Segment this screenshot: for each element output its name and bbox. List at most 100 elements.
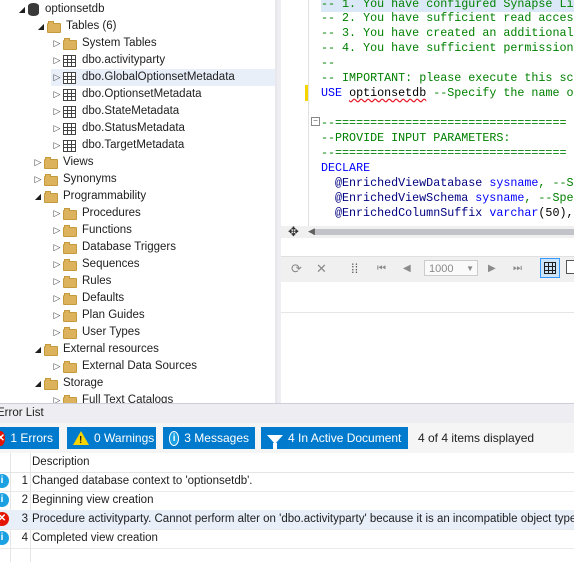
tree-vertical-scrollbar[interactable] bbox=[275, 0, 277, 403]
results-to-text-button[interactable] bbox=[566, 260, 574, 274]
tree-node-sequences[interactable]: ▷ Sequences bbox=[51, 256, 140, 273]
code-line: -- 3. You have created an additional bbox=[321, 26, 574, 40]
error-list-row[interactable]: i 4 Completed view creation bbox=[0, 529, 574, 549]
expand-arrow-icon[interactable]: ▷ bbox=[53, 276, 61, 286]
folder-icon bbox=[63, 207, 77, 220]
expand-arrow-icon[interactable]: ▷ bbox=[53, 55, 61, 65]
expand-arrow-icon[interactable]: ▷ bbox=[34, 174, 42, 184]
move-icon[interactable]: ✥ bbox=[288, 224, 299, 239]
tree-node-views[interactable]: ▷ Views bbox=[32, 154, 93, 171]
page-size-select[interactable]: 1000 ▼ bbox=[424, 260, 478, 276]
errors-filter-button[interactable]: ✕ 1 Errors bbox=[0, 427, 59, 449]
cancel-icon[interactable]: ✕ bbox=[316, 261, 327, 276]
tree-node-table[interactable]: ▷ dbo.TargetMetadata bbox=[51, 137, 184, 154]
warnings-filter-button[interactable]: ! 0 Warnings bbox=[67, 427, 156, 449]
previous-page-icon[interactable]: ◀ bbox=[403, 263, 411, 274]
pane-splitter[interactable] bbox=[277, 0, 281, 403]
info-icon: i bbox=[0, 531, 9, 545]
tree-node-table[interactable]: ▷ dbo.OptionsetMetadata bbox=[51, 86, 202, 103]
table-icon bbox=[63, 139, 76, 152]
tree-node-synonyms[interactable]: ▷ Synonyms bbox=[32, 171, 117, 188]
tree-node-defaults[interactable]: ▷ Defaults bbox=[51, 290, 124, 307]
active-document-filter-button[interactable]: 4 In Active Document bbox=[261, 427, 408, 450]
expand-arrow-icon[interactable]: ▷ bbox=[53, 208, 61, 218]
expand-arrow-icon[interactable]: ▷ bbox=[53, 89, 61, 99]
collapse-arrow-icon[interactable]: ◢ bbox=[34, 192, 42, 201]
row-number: 3 bbox=[21, 513, 28, 525]
tree-node-programmability[interactable]: ◢ Programmability bbox=[32, 188, 146, 205]
expand-arrow-icon[interactable]: ▷ bbox=[53, 327, 61, 337]
query-editor[interactable]: − -- 1. You have configured Synapse Li -… bbox=[281, 0, 574, 226]
tree-node-plan-guides[interactable]: ▷ Plan Guides bbox=[51, 307, 145, 324]
outline-collapse-icon[interactable]: − bbox=[311, 117, 320, 126]
collapse-arrow-icon[interactable]: ◢ bbox=[37, 22, 45, 31]
last-page-icon[interactable]: ⏭ bbox=[513, 263, 522, 274]
scrollbar-thumb[interactable] bbox=[313, 229, 574, 235]
expand-arrow-icon[interactable]: ▷ bbox=[53, 225, 61, 235]
tree-node-system-tables[interactable]: ▷ System Tables bbox=[51, 35, 157, 52]
tree-node-label: Tables (6) bbox=[66, 20, 117, 32]
tree-node-database[interactable]: ◢ optionsetdb bbox=[16, 1, 104, 18]
tree-node-storage[interactable]: ◢ Storage bbox=[32, 375, 103, 392]
error-list-row[interactable]: i 1 Changed database context to 'options… bbox=[0, 472, 574, 492]
messages-filter-label: 3 Messages bbox=[184, 431, 249, 445]
messages-filter-button[interactable]: i 3 Messages bbox=[163, 427, 255, 449]
next-page-icon[interactable]: ▶ bbox=[488, 263, 496, 274]
tree-node-label: dbo.activityparty bbox=[82, 54, 166, 66]
code-line: -- IMPORTANT: please execute this sc bbox=[321, 71, 574, 85]
expand-arrow-icon[interactable]: ▷ bbox=[34, 157, 42, 167]
tree-node-user-types[interactable]: ▷ User Types bbox=[51, 324, 140, 341]
refresh-icon[interactable]: ⟳ bbox=[291, 261, 302, 276]
collapse-arrow-icon[interactable]: ◢ bbox=[34, 345, 42, 354]
expand-arrow-icon[interactable]: ▷ bbox=[53, 293, 61, 303]
grid-options-icon[interactable]: ⁞⁞ bbox=[351, 261, 359, 276]
expand-arrow-icon[interactable]: ▷ bbox=[53, 259, 61, 269]
tree-node-database-triggers[interactable]: ▷ Database Triggers bbox=[51, 239, 176, 256]
results-to-grid-button[interactable] bbox=[540, 258, 560, 278]
grid-icon bbox=[544, 262, 556, 274]
editor-horizontal-scrollbar[interactable] bbox=[281, 226, 574, 238]
error-list-grid: Description i 1 Changed database context… bbox=[0, 453, 574, 562]
folder-icon bbox=[63, 241, 77, 254]
tree-node-external-data-sources[interactable]: ▷ External Data Sources bbox=[51, 358, 197, 375]
tree-node-table[interactable]: ▷ dbo.activityparty bbox=[51, 52, 165, 69]
tree-node-procedures[interactable]: ▷ Procedures bbox=[51, 205, 141, 222]
tree-node-label: External Data Sources bbox=[82, 360, 198, 372]
folder-icon bbox=[63, 258, 77, 271]
folder-icon bbox=[63, 292, 77, 305]
collapse-arrow-icon[interactable]: ◢ bbox=[18, 5, 26, 14]
collapse-arrow-icon[interactable]: ◢ bbox=[34, 379, 42, 388]
tree-node-label: dbo.GlobalOptionsetMetadata bbox=[82, 71, 235, 83]
first-page-icon[interactable]: ⏮ bbox=[377, 263, 386, 274]
error-list-row[interactable]: i 2 Beginning view creation bbox=[0, 491, 574, 511]
expand-arrow-icon[interactable]: ▷ bbox=[53, 72, 61, 82]
expand-arrow-icon[interactable]: ▷ bbox=[53, 38, 61, 48]
row-description: Procedure activityparty. Cannot perform … bbox=[32, 513, 574, 525]
folder-icon bbox=[63, 224, 77, 237]
tree-node-rules[interactable]: ▷ Rules bbox=[51, 273, 111, 290]
table-icon bbox=[63, 71, 76, 84]
tree-node-table[interactable]: ▷ dbo.StateMetadata bbox=[51, 103, 179, 120]
expand-arrow-icon[interactable]: ▷ bbox=[53, 242, 61, 252]
tree-node-table[interactable]: ▷ dbo.StatusMetadata bbox=[51, 120, 185, 137]
description-column-header[interactable]: Description bbox=[32, 456, 90, 468]
error-list-header: Description bbox=[0, 453, 574, 473]
code-variable: @EnrichedViewSchema bbox=[335, 191, 469, 205]
tree-node-table-selected[interactable]: ▷ dbo.GlobalOptionsetMetadata bbox=[51, 69, 275, 86]
expand-arrow-icon[interactable]: ▷ bbox=[53, 106, 61, 116]
row-number: 2 bbox=[21, 494, 28, 506]
expand-arrow-icon[interactable]: ▷ bbox=[53, 123, 61, 133]
expand-arrow-icon[interactable]: ▷ bbox=[53, 361, 61, 371]
tree-node-external-resources[interactable]: ◢ External resources bbox=[32, 341, 159, 358]
expand-arrow-icon[interactable]: ▷ bbox=[53, 395, 61, 403]
tree-node-tables[interactable]: ◢ Tables (6) bbox=[35, 18, 117, 35]
tree-node-full-text-catalogs[interactable]: ▷ Full Text Catalogs bbox=[51, 392, 173, 403]
scroll-left-icon[interactable]: ◀ bbox=[308, 226, 315, 236]
expand-arrow-icon[interactable]: ▷ bbox=[53, 310, 61, 320]
expand-arrow-icon[interactable]: ▷ bbox=[53, 140, 61, 150]
code-line: DECLARE bbox=[321, 161, 371, 175]
error-list-row-selected[interactable]: ✕ 3 Procedure activityparty. Cannot perf… bbox=[0, 510, 574, 530]
change-marker bbox=[305, 85, 308, 101]
column-divider bbox=[30, 453, 31, 562]
tree-node-functions[interactable]: ▷ Functions bbox=[51, 222, 132, 239]
